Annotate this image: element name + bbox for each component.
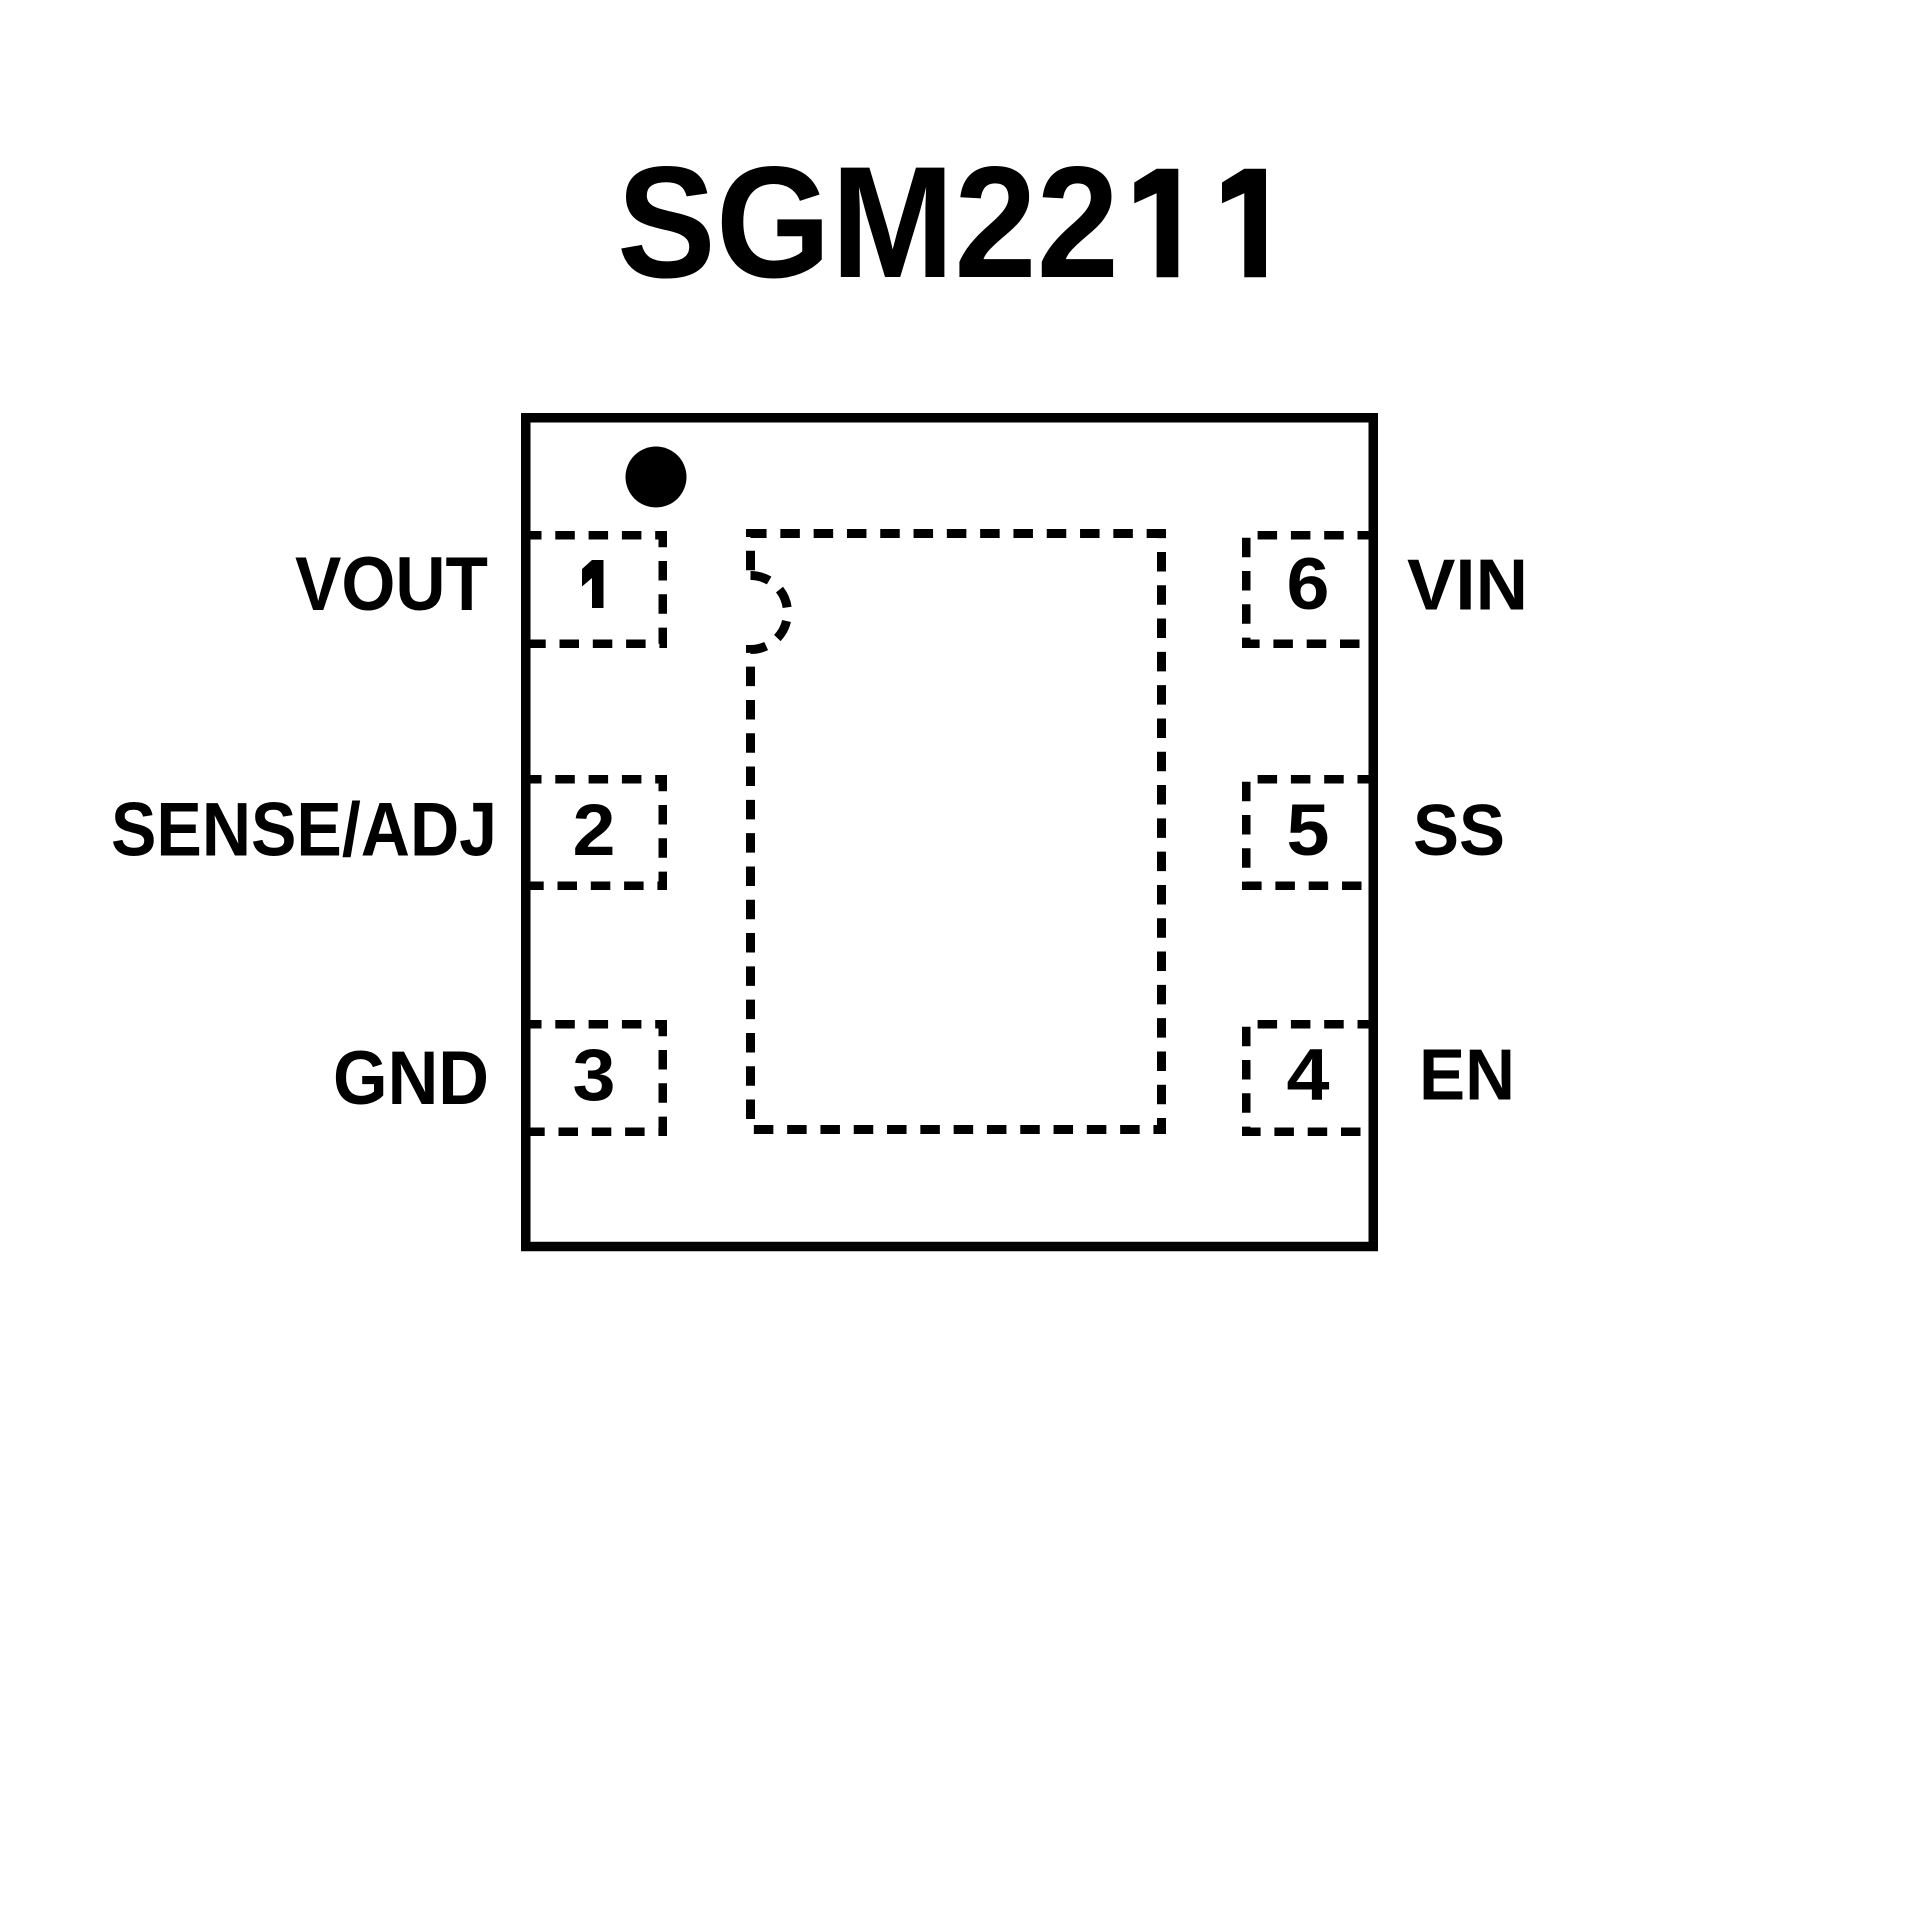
svg-text:SS: SS (1413, 790, 1505, 871)
svg-text:2: 2 (573, 790, 616, 871)
svg-text:3: 3 (573, 1035, 616, 1116)
svg-text:5: 5 (1287, 790, 1330, 871)
svg-text:6: 6 (1287, 544, 1330, 625)
svg-text:VOUT: VOUT (295, 542, 488, 627)
svg-text:GND: GND (333, 1036, 489, 1121)
svg-text:4: 4 (1287, 1035, 1330, 1116)
svg-text:SENSE/ADJ: SENSE/ADJ (111, 788, 497, 873)
svg-text:EN: EN (1419, 1035, 1515, 1116)
svg-text:SGM22: SGM22 (617, 133, 1119, 311)
svg-text:VIN: VIN (1407, 545, 1528, 626)
